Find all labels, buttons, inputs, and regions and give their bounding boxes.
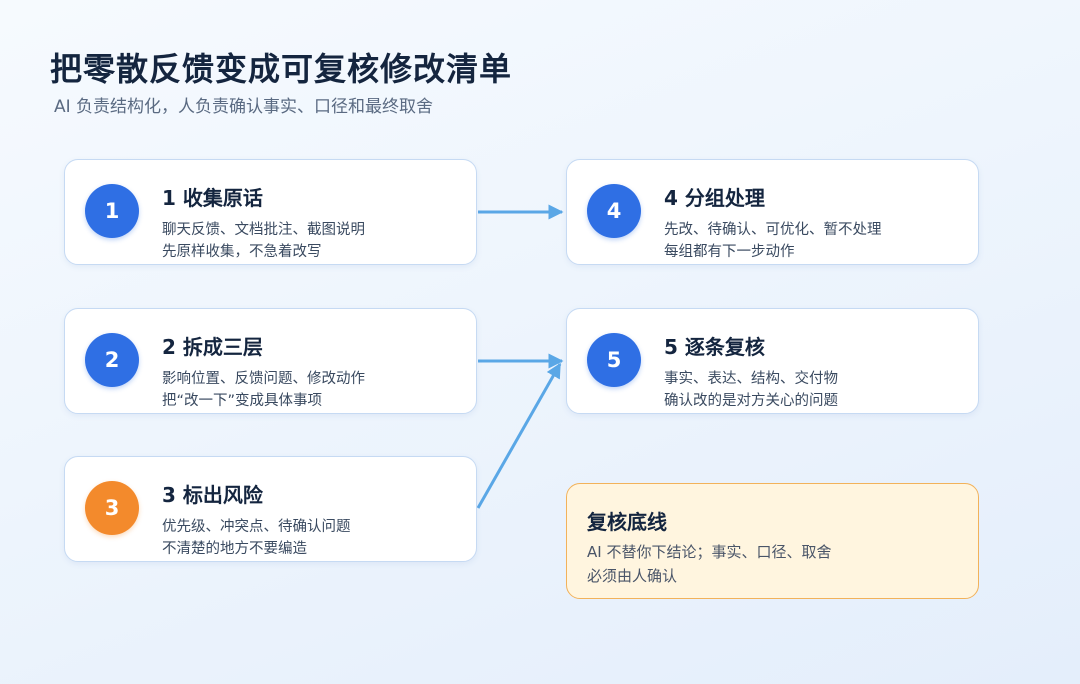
step-badge-3: 3 — [85, 481, 139, 535]
note-title: 复核底线 — [587, 510, 667, 534]
step-desc-3b: 不清楚的地方不要编造 — [162, 541, 307, 557]
step-badge-1: 1 — [85, 184, 139, 238]
step-desc-1b: 先原样收集，不急着改写 — [162, 244, 322, 260]
step-badge-2: 2 — [85, 333, 139, 387]
step-badge-4: 4 — [587, 184, 641, 238]
step-title-2: 2 拆成三层 — [162, 335, 263, 359]
step-desc-4b: 每组都有下一步动作 — [664, 244, 795, 260]
step-title-5: 5 逐条复核 — [664, 335, 765, 359]
page-subtitle: AI 负责结构化，人负责确认事实、口径和最终取舍 — [54, 97, 434, 117]
step-desc-4a: 先改、待确认、可优化、暂不处理 — [664, 222, 882, 238]
step-card-3: 3 3 标出风险 优先级、冲突点、待确认问题 不清楚的地方不要编造 — [64, 456, 477, 562]
step-card-2: 2 2 拆成三层 影响位置、反馈问题、修改动作 把“改一下”变成具体事项 — [64, 308, 477, 414]
review-baseline-note: 复核底线 AI 不替你下结论；事实、口径、取舍 必须由人确认 — [566, 483, 979, 599]
arrow-3-to-5 — [476, 362, 562, 509]
step-card-1: 1 1 收集原话 聊天反馈、文档批注、截图说明 先原样收集，不急着改写 — [64, 159, 477, 265]
step-title-3: 3 标出风险 — [162, 483, 263, 507]
note-line-2: 必须由人确认 — [587, 567, 678, 585]
step-badge-5: 5 — [587, 333, 641, 387]
step-title-4: 4 分组处理 — [664, 186, 765, 210]
step-title-1: 1 收集原话 — [162, 186, 263, 210]
step-card-4: 4 4 分组处理 先改、待确认、可优化、暂不处理 每组都有下一步动作 — [566, 159, 979, 265]
step-desc-5a: 事实、表达、结构、交付物 — [664, 371, 838, 387]
note-line-1: AI 不替你下结论；事实、口径、取舍 — [587, 543, 832, 561]
page-title: 把零散反馈变成可复核修改清单 — [50, 50, 513, 88]
step-desc-1a: 聊天反馈、文档批注、截图说明 — [162, 222, 365, 238]
step-desc-3a: 优先级、冲突点、待确认问题 — [162, 519, 351, 535]
step-desc-2b: 把“改一下”变成具体事项 — [162, 393, 323, 409]
step-card-5: 5 5 逐条复核 事实、表达、结构、交付物 确认改的是对方关心的问题 — [566, 308, 979, 414]
step-desc-2a: 影响位置、反馈问题、修改动作 — [162, 371, 365, 387]
step-desc-5b: 确认改的是对方关心的问题 — [664, 393, 838, 409]
